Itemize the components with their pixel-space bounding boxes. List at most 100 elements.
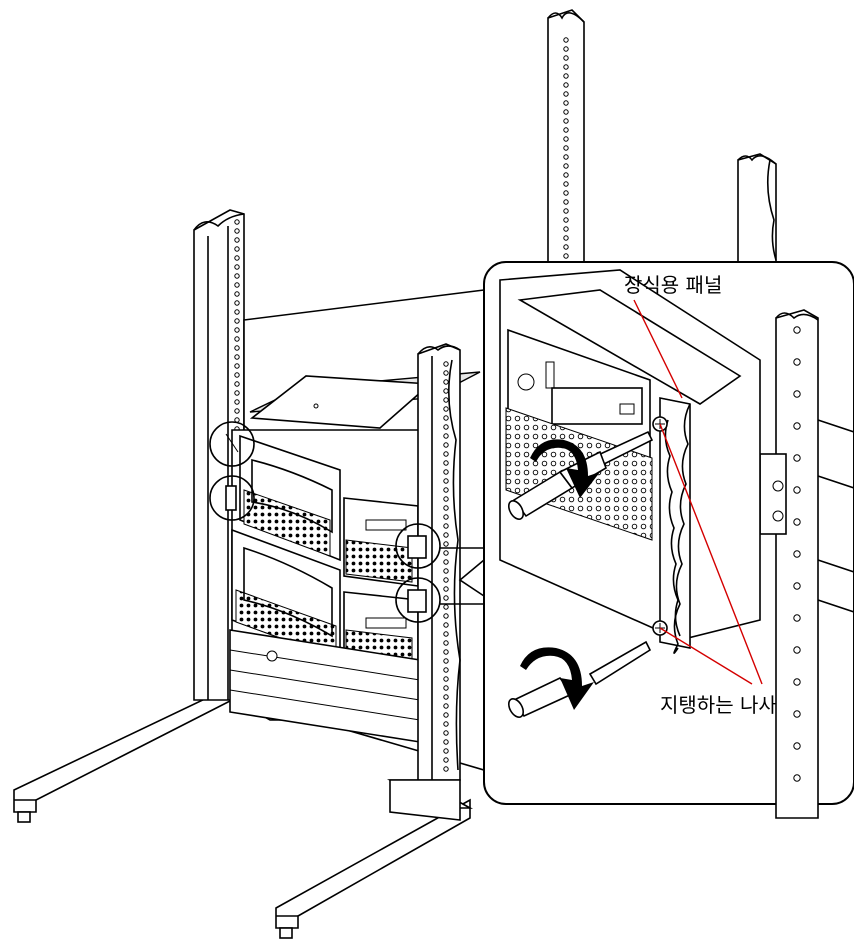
rack-hole bbox=[234, 354, 240, 360]
rack-hole bbox=[443, 703, 449, 709]
rack-hole bbox=[443, 559, 449, 565]
rack-hole bbox=[563, 181, 569, 187]
rack-hole bbox=[443, 406, 449, 412]
rack-hole bbox=[443, 685, 449, 691]
rack-hole bbox=[443, 379, 449, 385]
rack-hole bbox=[563, 235, 569, 241]
screws-label: 지탱하는 나사 bbox=[660, 693, 777, 717]
screw-leader-line-bottom bbox=[659, 627, 753, 685]
rack-hole bbox=[563, 109, 569, 115]
rack-hole bbox=[234, 282, 240, 288]
rack-hole bbox=[793, 486, 801, 494]
rack-hole bbox=[443, 433, 449, 439]
curved-arrow-icon bbox=[530, 439, 600, 498]
rack-hole bbox=[563, 55, 569, 61]
rack-hole bbox=[563, 253, 569, 259]
rack-hole bbox=[793, 422, 801, 430]
rack-hole bbox=[443, 496, 449, 502]
rack-hole bbox=[563, 127, 569, 133]
rack-hole bbox=[234, 408, 240, 414]
rack-hole bbox=[563, 172, 569, 178]
rack-hole bbox=[793, 454, 801, 462]
rack-hole bbox=[563, 46, 569, 52]
rack-hole bbox=[793, 646, 801, 654]
rack-hole bbox=[443, 676, 449, 682]
rack-hole bbox=[793, 390, 801, 398]
rack-hole bbox=[443, 586, 449, 592]
rack-hole bbox=[793, 742, 801, 750]
rack-hole bbox=[563, 145, 569, 151]
rack-hole bbox=[443, 604, 449, 610]
rack-hole bbox=[793, 614, 801, 622]
rack-hole bbox=[234, 336, 240, 342]
rack-hole bbox=[793, 582, 801, 590]
rack-hole bbox=[443, 721, 449, 727]
rack-hole bbox=[443, 649, 449, 655]
rack-hole bbox=[563, 208, 569, 214]
rack-hole bbox=[234, 264, 240, 270]
rack-hole bbox=[234, 246, 240, 252]
rack-hole bbox=[563, 244, 569, 250]
rack-hole bbox=[563, 64, 569, 70]
rack-hole bbox=[443, 487, 449, 493]
rack-hole bbox=[443, 577, 449, 583]
rack-hole bbox=[234, 273, 240, 279]
rack-hole bbox=[443, 397, 449, 403]
rack-hole bbox=[443, 550, 449, 556]
rack-hole bbox=[563, 163, 569, 169]
rack-hole bbox=[443, 523, 449, 529]
rack-hole bbox=[793, 518, 801, 526]
rack-hole bbox=[443, 595, 449, 601]
rear-rack-posts bbox=[547, 9, 777, 291]
rack-hole bbox=[443, 613, 449, 619]
rack-hole bbox=[443, 730, 449, 736]
rack-hole bbox=[234, 309, 240, 315]
magnified-inset: 장식용 패널 지탱하는 나사 bbox=[483, 261, 854, 819]
rack-hole bbox=[443, 388, 449, 394]
rack-hole bbox=[563, 37, 569, 43]
rack-hole bbox=[443, 712, 449, 718]
rack-hole bbox=[563, 154, 569, 160]
rack-hole bbox=[563, 136, 569, 142]
rack-hole bbox=[443, 766, 449, 772]
rack-hole bbox=[793, 774, 801, 782]
rack-hole bbox=[234, 327, 240, 333]
rack-hole bbox=[443, 667, 449, 673]
rack-hole bbox=[443, 631, 449, 637]
rack-hole bbox=[443, 640, 449, 646]
rack-hole bbox=[443, 361, 449, 367]
rack-hole bbox=[563, 217, 569, 223]
rack-hole bbox=[443, 478, 449, 484]
rack-hole bbox=[563, 226, 569, 232]
screw-leader-line-top bbox=[659, 423, 763, 685]
server-chassis bbox=[229, 375, 432, 743]
rack-hole bbox=[443, 694, 449, 700]
rack-hole bbox=[443, 658, 449, 664]
rack-hole bbox=[234, 255, 240, 261]
rack-hole bbox=[443, 739, 449, 745]
rack-hole bbox=[793, 326, 801, 334]
rack-hole bbox=[563, 190, 569, 196]
rack-hole bbox=[443, 514, 449, 520]
rack-hole bbox=[234, 228, 240, 234]
rack-hole bbox=[443, 469, 449, 475]
rack-hole bbox=[443, 748, 449, 754]
rack-hole bbox=[234, 399, 240, 405]
rack-hole bbox=[443, 442, 449, 448]
rack-hole bbox=[234, 390, 240, 396]
front-right-post bbox=[389, 343, 461, 821]
rack-hole bbox=[563, 91, 569, 97]
rack-hole bbox=[234, 300, 240, 306]
rack-hole bbox=[234, 381, 240, 387]
rack-hole bbox=[793, 678, 801, 686]
rack-hole bbox=[793, 710, 801, 718]
rack-hole bbox=[443, 424, 449, 430]
rack-hole bbox=[563, 100, 569, 106]
rack-hole bbox=[793, 550, 801, 558]
rack-hole bbox=[234, 291, 240, 297]
rack-hole bbox=[443, 568, 449, 574]
bezel-label: 장식용 패널 bbox=[624, 273, 722, 297]
rack-hole bbox=[234, 345, 240, 351]
rack-hole bbox=[234, 372, 240, 378]
